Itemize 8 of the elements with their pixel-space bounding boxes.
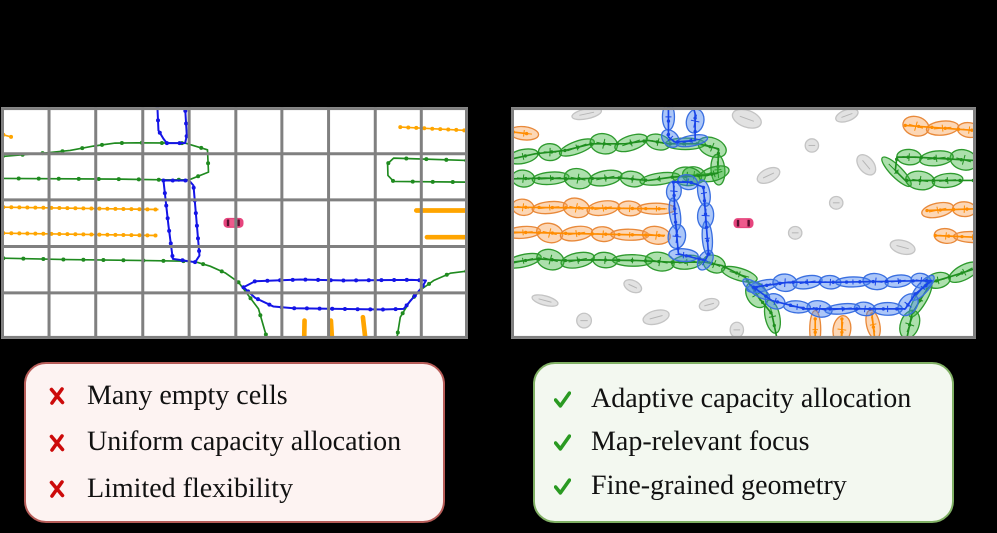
drawbacks-panel: [24, 362, 445, 523]
item-text: Many empty cells: [87, 380, 288, 412]
advantages-panel: [533, 362, 954, 523]
item-text: Limited flexibility: [87, 472, 294, 506]
item-text: Adaptive capacity allocation: [591, 382, 912, 416]
item-text: Map-relevant focus: [591, 426, 810, 459]
item-text: Uniform capacity allocation: [87, 426, 402, 459]
item-text: Fine-grained geometry: [591, 470, 847, 502]
